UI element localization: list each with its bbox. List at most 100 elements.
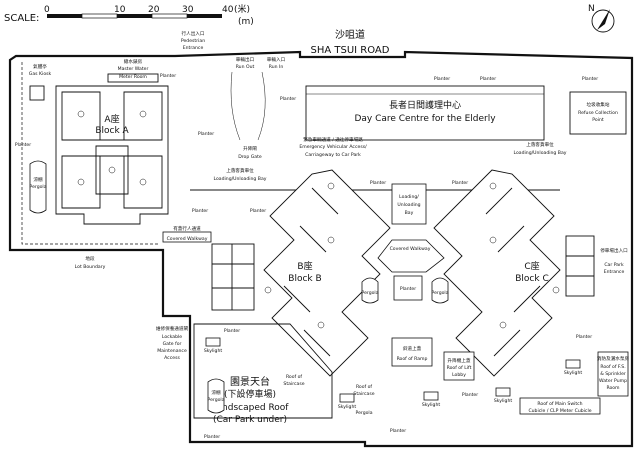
run-out-cn: 車輛出口 <box>236 56 255 63</box>
block-b-west-wing-grid <box>212 244 254 310</box>
roof-switch-en2: Cubicle / CLP Meter Cubicle <box>528 408 591 414</box>
roof-ramp-en: Roof of Ramp <box>397 356 428 362</box>
flat-marker <box>139 178 147 186</box>
skylight-label: Skylight <box>422 402 441 408</box>
skylight <box>205 337 221 347</box>
loading-bay-right-en: Loading/Unloading Bay <box>513 150 566 156</box>
planter-label: Planter <box>280 96 296 102</box>
planter-label: Planter <box>480 76 496 82</box>
pump-en1: Roof of F.S. <box>600 364 625 370</box>
central-planter <box>393 275 423 301</box>
pedestrian-entrance-en1: Pedestrian <box>181 38 205 44</box>
scale-bar: SCALE: 0 10 20 30 40 (米) (m) <box>4 3 254 27</box>
landscaped-roof <box>193 323 333 419</box>
gas-kiosk-en: Gas Kiosk <box>29 71 52 77</box>
planter-label: Planter <box>370 180 386 186</box>
lockable-gate-en3: Maintenance <box>157 348 187 354</box>
roof-stairs-left-en2: Staircase <box>283 381 304 387</box>
flat-marker <box>264 286 272 294</box>
block-b: B座 Block B <box>211 169 391 377</box>
gas-kiosk <box>29 85 45 101</box>
landscaped-roof-cn2: (下設停車場) <box>224 388 276 400</box>
flat-marker <box>327 236 335 244</box>
loading-bay-right-cn: 上落客貨車位 <box>526 141 554 148</box>
central-pergola-right <box>431 277 449 304</box>
planters: Planter Planter Planter Planter Planter … <box>15 73 598 440</box>
inner-site-line <box>21 62 158 245</box>
run-out-en: Run Out <box>236 64 255 70</box>
loading-bay-left-cn: 上落客貨車位 <box>226 167 254 174</box>
block-c: C座 Block C <box>433 169 595 377</box>
day-care-centre-cn: 長者日間護理中心 <box>389 99 461 111</box>
scale-segment <box>47 14 82 18</box>
block-b-west-wing <box>211 243 255 311</box>
flat-marker <box>489 236 497 244</box>
central-loading-bay-en3: Bay <box>405 210 414 216</box>
gas-kiosk-cn: 氣體亭 <box>33 63 47 70</box>
run-in-en: Run In <box>269 64 284 70</box>
roof-stairs-mid-en1: Roof of <box>356 384 372 390</box>
scale-unit-cn: (米) <box>234 3 250 15</box>
roof-of-ramp <box>391 337 433 367</box>
flat-marker <box>139 110 147 118</box>
planter-label: Planter <box>15 142 31 148</box>
roof-lift-cn: 升降機上蓋 <box>448 357 471 364</box>
block-b-internal-walls <box>283 187 339 357</box>
block-a-label-en: Block A <box>95 126 129 136</box>
flat-marker <box>108 166 116 174</box>
roof-lift-en2: Lobby <box>452 372 466 378</box>
roof-stairs-mid-en2: Staircase <box>353 391 374 397</box>
central-loading-bay <box>391 183 427 225</box>
scale-segment <box>187 14 222 18</box>
pump-room <box>597 351 629 397</box>
lot-boundary-cn: 地段 <box>85 255 95 262</box>
day-care-centre <box>305 85 545 141</box>
eva-en1: Emergency Vehicular Access/ <box>299 144 367 150</box>
skylight-label: Skylight <box>204 348 223 354</box>
landscaped-roof-en2: (Car Park under) <box>213 415 287 425</box>
day-care-centre-en: Day Care Centre for the Elderly <box>354 114 496 124</box>
car-park-entrance-en1: Car Park <box>604 262 624 268</box>
block-c-internal-walls <box>485 187 541 357</box>
drop-gate-cn: 升降閘 <box>243 145 257 152</box>
eva-cn: 緊急車輛通道 / 通往停車場路 <box>303 136 363 143</box>
planter-label: Planter <box>198 131 214 137</box>
flat-marker <box>317 321 325 329</box>
central-pergola-right-label: Pergola <box>431 290 448 296</box>
master-water-en2: Meter Room <box>119 74 147 80</box>
central-planter-label: Planter <box>400 286 416 292</box>
planter-label: Planter <box>462 392 478 398</box>
lockable-gate-en1: Lockable <box>162 334 182 340</box>
roof-switch-en1: Roof of Main Switch <box>537 401 582 407</box>
flat-marker <box>499 321 507 329</box>
planter-label: Planter <box>390 428 406 434</box>
landscaped-pergola-en: Pergola <box>207 397 224 403</box>
block-b-outline <box>263 169 391 377</box>
block-a: A座 Block A <box>55 85 169 225</box>
scale-unit-en: (m) <box>238 17 254 27</box>
skylight-label: Skylight <box>338 404 357 410</box>
central-covered-walkway <box>377 239 445 273</box>
roof-stairs-left-en1: Roof of <box>286 374 302 380</box>
scale-segment <box>81 13 118 19</box>
eva-en2: Carriageway to Car Park <box>305 152 361 158</box>
scale-tick-40: 40 <box>222 5 234 15</box>
pergola-label-en: Pergola <box>29 184 46 190</box>
car-park-entrance-en2: Entrance <box>604 269 625 275</box>
master-water-meter-room <box>107 73 159 83</box>
loading-bay-left-en: Loading/Unloading Bay <box>213 176 266 182</box>
refuse-collection-point <box>569 91 627 135</box>
skylight <box>565 359 581 369</box>
planter-label: Planter <box>204 434 220 440</box>
planter-label: Planter <box>250 208 266 214</box>
block-c-east-wing <box>565 235 595 297</box>
lot-boundary-en: Lot Boundary <box>75 264 106 270</box>
master-water-en1: Master Water <box>118 66 149 72</box>
central-loading-bay-en2: Unloading <box>397 202 420 208</box>
scale-tick-10: 10 <box>114 5 126 15</box>
skylight <box>495 387 511 397</box>
block-a-label-cn: A座 <box>104 113 119 125</box>
refuse-en1: Refuse Collection <box>578 110 618 116</box>
north-arrow-circle <box>591 9 615 33</box>
